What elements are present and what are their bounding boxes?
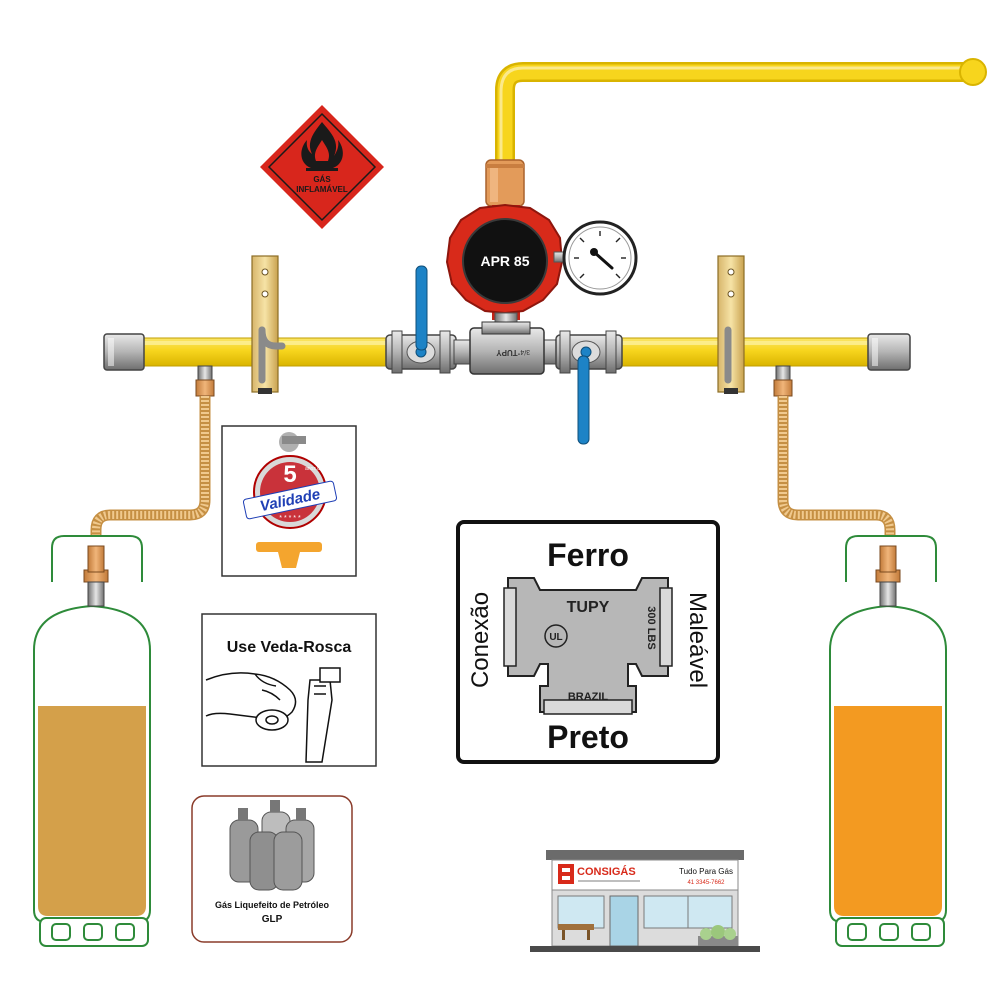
pressure-regulator: APR 85: [445, 203, 564, 320]
left-valve-handle: [415, 265, 428, 351]
flame-icon: [301, 122, 343, 171]
pressure-gauge: [553, 220, 638, 296]
hand-applying-tape-icon: [205, 667, 341, 763]
fitting-rating: 300 LBS: [645, 606, 657, 649]
left-gas-cylinder: [33, 535, 151, 947]
store-door: [609, 895, 639, 947]
right-valve-handle: [577, 355, 590, 445]
fitting-origin: BRAZIL: [568, 691, 609, 703]
fitting-top-text: Ferro: [547, 537, 629, 573]
right-gas-cylinder: [829, 535, 947, 947]
left-hose: [90, 365, 215, 548]
regulator-label: APR 85: [480, 253, 529, 269]
fitting-right-text: Maleável: [684, 592, 711, 688]
fitting-left-text: Conexão: [467, 592, 494, 688]
pipe-end-cap: [959, 58, 987, 86]
left-wall-bracket: [251, 255, 286, 394]
left-cylinder-fill: [38, 706, 146, 916]
sealant-card: Use Veda-Rosca: [201, 613, 377, 767]
fitting-brand: TUPY: [567, 599, 610, 616]
store-logo-icon: [558, 864, 574, 884]
right-ball-valve: [555, 330, 623, 445]
gas-store: CONSIGÁS Tudo Para Gás 41 3345-7662: [530, 850, 760, 952]
store-planter: [698, 925, 738, 946]
supply-pipe: [495, 58, 987, 180]
gas-cylinders-icon: [229, 800, 315, 891]
hazard-line2: INFLAMÁVEL: [296, 185, 348, 194]
tee-fitting: TUPY 3/4": [453, 321, 561, 375]
validity-number: 5: [283, 461, 296, 488]
validity-small: anos de: [305, 466, 323, 472]
right-hose: [773, 365, 896, 548]
left-ball-valve: [385, 265, 457, 374]
glp-card: Gás Liquefeito de Petróleo GLP: [191, 795, 353, 943]
glp-line2: GLP: [262, 914, 283, 925]
store-phone: 41 3345-7662: [687, 880, 725, 886]
pipe-coupling: [485, 159, 525, 207]
fitting-bottom-text: Preto: [547, 719, 629, 755]
validity-stars: * * * * *: [279, 515, 301, 522]
tee-fitting-icon: TUPY 300 LBS BRAZIL UL: [503, 577, 673, 715]
left-end-cap: [103, 333, 145, 371]
sealant-title: Use Veda-Rosca: [227, 639, 352, 656]
glp-line1: Gás Liquefeito de Petróleo: [215, 900, 330, 910]
right-wall-bracket: [717, 255, 745, 394]
tee-size: 3/4": [517, 348, 530, 355]
validity-card: 5 anos de Validade * * * * *: [221, 425, 357, 577]
right-end-cap: [867, 333, 911, 371]
fitting-info-card: Ferro Preto Conexão Maleável TUPY 300 LB…: [456, 520, 720, 764]
right-cylinder-fill: [834, 706, 942, 916]
flammable-gas-sign: GÁS INFLAMÁVEL: [260, 105, 384, 229]
tee-brand: TUPY: [496, 348, 518, 357]
gauge-needle: [592, 250, 614, 270]
hazard-line1: GÁS: [313, 175, 331, 184]
fitting-mark: UL: [549, 632, 562, 643]
store-name: CONSIGÁS: [577, 865, 636, 878]
store-bench: [558, 924, 594, 930]
orange-seal-icon: [256, 542, 322, 568]
store-tagline: Tudo Para Gás: [679, 867, 733, 876]
regulator-icon: [279, 432, 306, 452]
